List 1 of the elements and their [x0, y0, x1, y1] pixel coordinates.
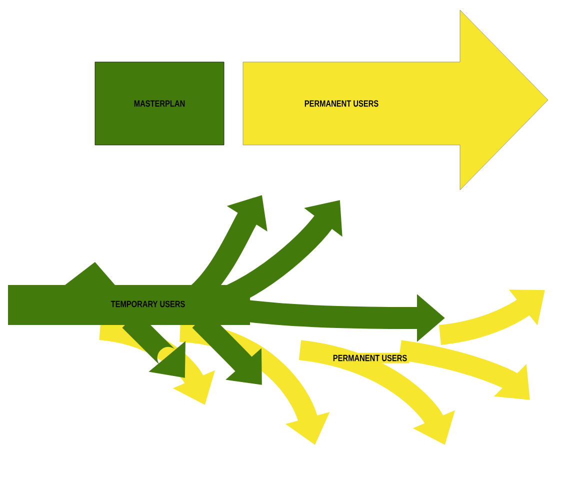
masterplan-box: MASTERPLAN — [94, 62, 224, 146]
